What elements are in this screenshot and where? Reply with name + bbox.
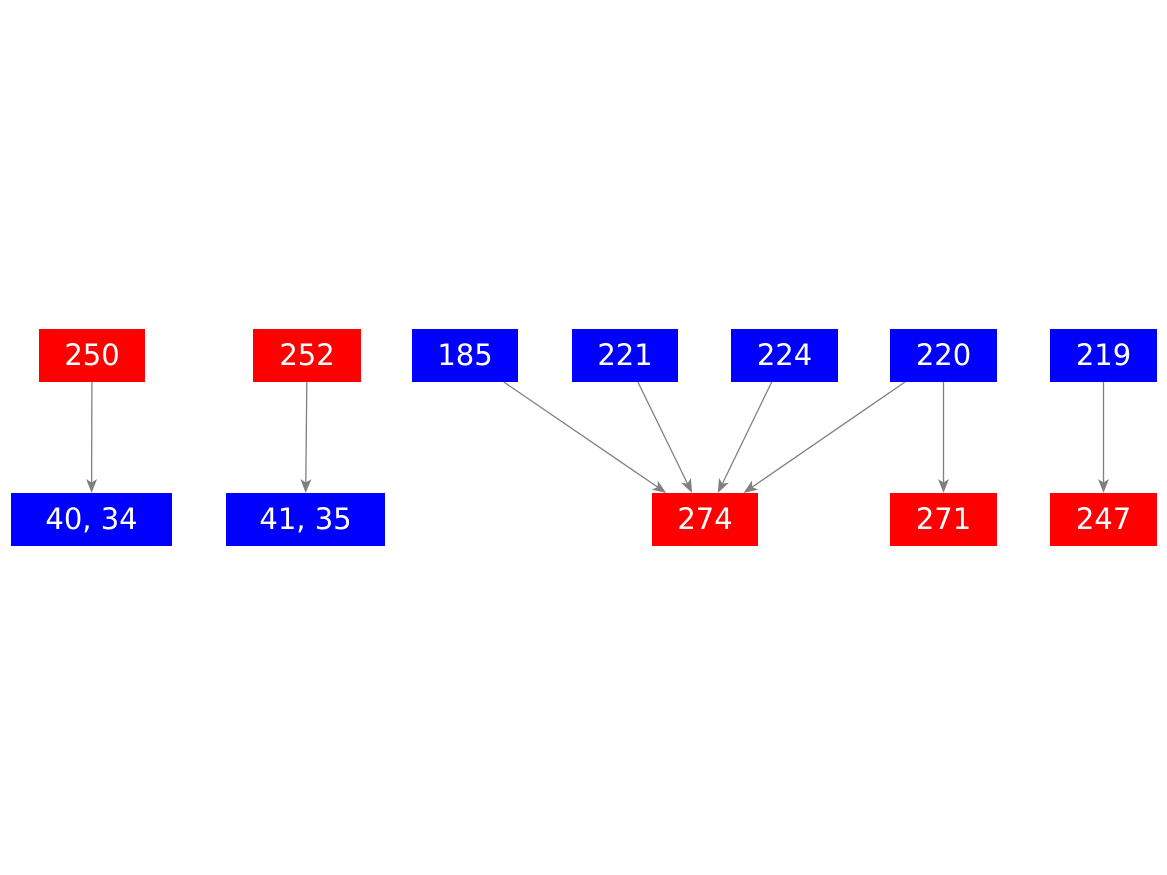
node-label: 40, 34 <box>45 502 138 536</box>
node-label: 271 <box>915 502 972 536</box>
node-252: 252 <box>253 329 361 382</box>
edge-arrowhead-220-271 <box>938 479 949 493</box>
edge-arrowhead-185-274 <box>651 480 667 493</box>
node-label: 219 <box>1075 338 1132 372</box>
edge-224-274 <box>721 381 773 486</box>
edge-arrowhead-221-274 <box>681 478 693 493</box>
node-label: 224 <box>756 338 813 372</box>
node-label: 41, 35 <box>259 502 352 536</box>
node-185: 185 <box>412 329 518 382</box>
edge-arrowhead-252-41_35 <box>300 479 312 493</box>
edge-arrowhead-219-247 <box>1098 479 1109 493</box>
node-219: 219 <box>1050 329 1157 382</box>
node-247: 247 <box>1050 493 1157 546</box>
node-220: 220 <box>890 329 997 382</box>
edge-221-274 <box>637 381 689 486</box>
node-label: 221 <box>597 338 653 372</box>
node-label: 250 <box>64 338 120 372</box>
edge-arrowhead-220-274 <box>743 480 759 493</box>
node-41_35: 41, 35 <box>226 493 385 546</box>
node-274: 274 <box>652 493 758 546</box>
node-224: 224 <box>731 329 838 382</box>
node-221: 221 <box>572 329 678 382</box>
node-label: 274 <box>677 502 733 536</box>
node-label: 185 <box>437 338 493 372</box>
node-271: 271 <box>890 493 997 546</box>
node-40_34: 40, 34 <box>11 493 172 546</box>
node-label: 252 <box>279 338 335 372</box>
edge-220-274 <box>750 381 906 489</box>
edge-arrowhead-224-274 <box>717 478 729 493</box>
node-label: 247 <box>1075 502 1132 536</box>
edge-252-41_35 <box>305 381 308 485</box>
node-label: 220 <box>915 338 972 372</box>
node-250: 250 <box>39 329 145 382</box>
edge-arrowhead-250-40_34 <box>86 479 98 493</box>
edge-185-274 <box>503 381 660 489</box>
